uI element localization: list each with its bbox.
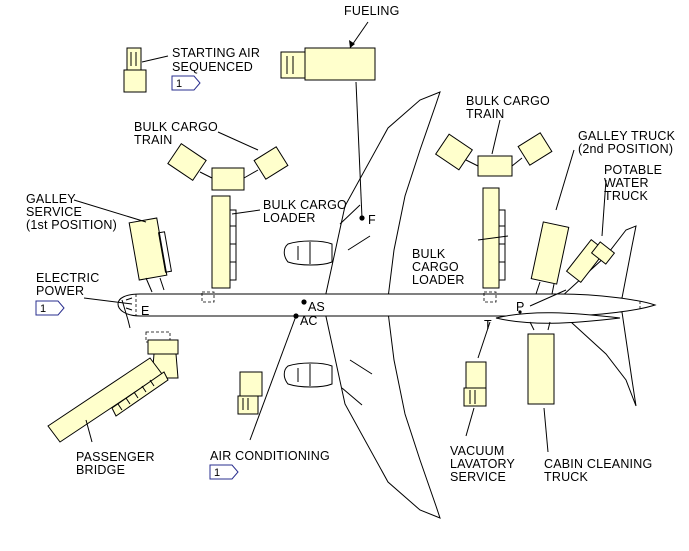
labels: FUELING STARTING AIR SEQUENCED BULK CARG… [26,4,676,484]
label-galley-truck-1: GALLEY TRUCK [578,129,676,143]
label-air-conditioning: AIR CONDITIONING [210,449,330,463]
right-engine-lines [297,364,311,386]
label-electric-power-1: ELECTRIC [36,271,99,285]
tail-cone [495,312,621,324]
label-fueling: FUELING [344,4,400,18]
label-aft-loader-3: LOADER [412,273,465,287]
svg-text:1: 1 [176,78,182,90]
point-f: F [368,213,376,227]
label-bulk-cargo-train-right-2: TRAIN [466,107,505,121]
wing-lines [339,204,373,406]
left-engine-lines [297,242,311,264]
left-stabilizer [558,225,637,299]
fueling-truck [280,47,376,81]
point-f-dot [359,215,365,221]
right-bulk-cargo-train [434,132,553,177]
label-cabin-cleaning-2: TRUCK [544,470,589,484]
aft-cargo-door [483,291,497,303]
label-potable-water-3: TRUCK [604,189,649,203]
label-potable-water-1: POTABLE [604,163,662,177]
point-ac: AC [300,314,317,328]
starting-air-cart [123,47,147,93]
label-aft-loader-2: CARGO [412,260,459,274]
electric-power-cart [121,299,131,329]
air-conditioning-cart [237,371,263,415]
fwd-cargo-door [201,291,215,303]
cabin-cleaning-truck [527,321,555,405]
svg-text:1: 1 [214,467,220,479]
point-as: AS [308,300,325,314]
label-vacuum-lavatory-3: SERVICE [450,470,506,484]
label-aft-loader-1: BULK [412,247,446,261]
label-cabin-cleaning-1: CABIN CLEANING [544,457,652,471]
left-bulk-cargo-train [167,142,289,191]
label-electric-power-2: POWER [36,284,84,298]
galley-service-1st-truck [128,217,173,293]
ref-flag-air-conditioning: 1 [209,464,239,480]
label-bulk-cargo-train-right-1: BULK CARGO [466,94,550,108]
label-bulk-cargo-train-left-1: BULK CARGO [134,120,218,134]
leader-lines [73,21,607,453]
label-galley-service-3: (1st POSITION) [26,218,117,232]
label-galley-truck-2: (2nd POSITION) [578,142,673,156]
point-as-dot [301,299,307,305]
left-engine [283,240,333,266]
label-bulk-cargo-train-left-2: TRAIN [134,133,173,147]
point-p: P [516,300,524,314]
fwd-bulk-cargo-loader [211,195,237,289]
ref-flag-starting-air: 1 [171,75,201,91]
aircraft [117,91,657,519]
cockpit-windows [125,297,133,311]
galley-truck-2nd [530,221,570,295]
right-engine [283,362,333,388]
point-e: E [141,304,149,318]
svg-text:1: 1 [40,303,46,315]
fuselage-marks [135,294,641,316]
label-fwd-loader-2: LOADER [263,211,316,225]
label-potable-water-2: WATER [604,176,649,190]
right-wing [324,311,441,519]
passenger-bridge [47,339,179,443]
label-starting-air-1: STARTING AIR [172,46,260,60]
label-starting-air-2: SEQUENCED [172,60,253,74]
label-vacuum-lavatory-1: VACUUM [450,444,504,458]
fuselage [117,293,657,317]
label-galley-service-1: GALLEY [26,192,76,206]
point-ac-dot [293,313,299,319]
label-vacuum-lavatory-2: LAVATORY [450,457,516,471]
vacuum-lavatory-truck [463,361,487,407]
potable-water-truck [565,238,616,284]
label-fwd-loader-1: BULK CARGO [263,198,347,212]
right-stabilizer [558,311,637,407]
label-passenger-bridge-2: BRIDGE [76,463,125,477]
point-t: T [484,318,492,332]
ref-flag-electric-power: 1 [35,300,65,316]
label-passenger-bridge-1: PASSENGER [76,450,155,464]
label-galley-service-2: SERVICE [26,205,82,219]
